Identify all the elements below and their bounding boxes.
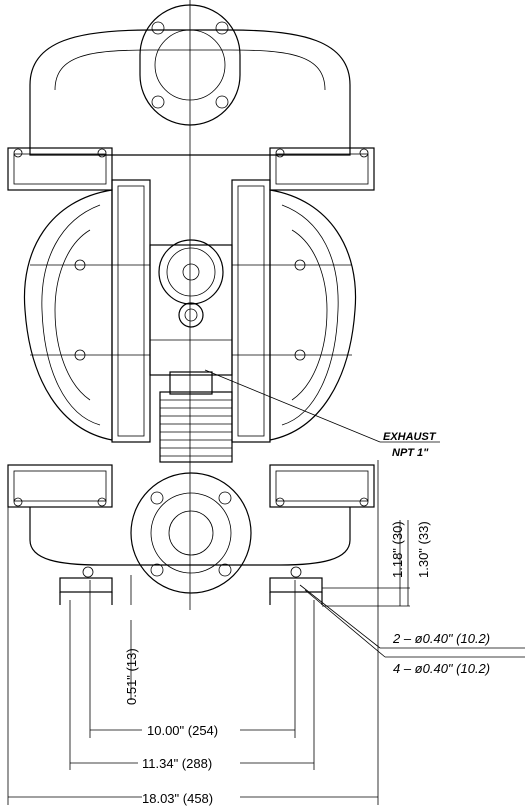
right-bottom-flange (269, 464, 375, 508)
foot-height-dim: 0.51" (13) (124, 575, 139, 705)
exhaust-thread-label: NPT 1" (392, 447, 429, 459)
left-top-flange (7, 147, 113, 191)
hole-callout-2: 2 – ø0.40" (10.2) (392, 631, 490, 646)
dim-11-34: 11.34" (288) (142, 756, 212, 771)
width-dims: 10.00" (254) 11.34" (288) 18.03" (458) (7, 460, 379, 806)
dim-0-51: 0.51" (13) (124, 648, 139, 705)
right-chamber (231, 179, 357, 443)
dim-10-00: 10.00" (254) (147, 723, 218, 738)
center-air-valve (149, 239, 233, 376)
bottom-manifold (29, 472, 351, 594)
top-manifold (29, 4, 351, 156)
exhaust-callout: EXHAUST NPT 1" (204, 369, 440, 459)
muffler (159, 371, 233, 463)
dim-1-18: 1.18" (30) (390, 521, 405, 578)
dim-18-03: 18.03" (458) (142, 791, 213, 806)
left-foot (59, 566, 113, 605)
left-bottom-flange (7, 464, 113, 508)
left-chamber (23, 179, 151, 443)
right-foot (269, 566, 323, 605)
hole-callouts: 2 – ø0.40" (10.2) 4 – ø0.40" (10.2) (299, 584, 525, 676)
right-top-flange (269, 147, 375, 191)
right-height-dims: 1.18" (30) 1.30" (33) (322, 520, 431, 607)
exhaust-label: EXHAUST (383, 431, 437, 443)
dim-1-30: 1.30" (33) (416, 521, 431, 578)
hole-callout-4: 4 – ø0.40" (10.2) (393, 661, 490, 676)
